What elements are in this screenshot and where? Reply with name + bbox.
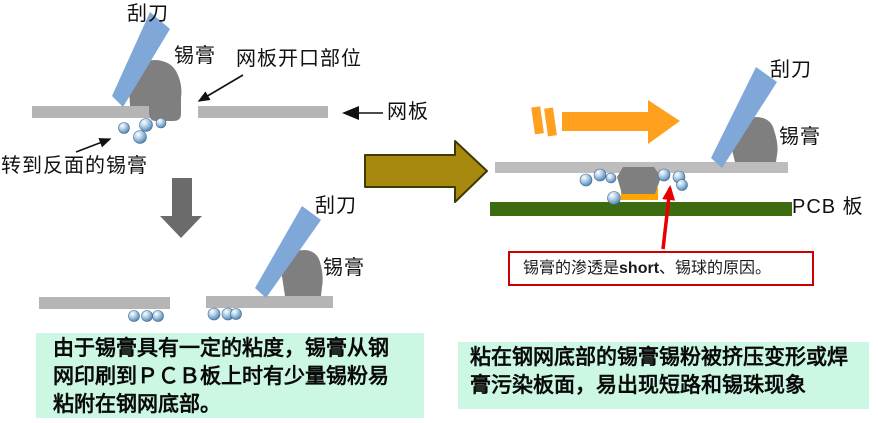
- label-paste-right: 锡膏: [779, 126, 821, 148]
- note-right: 粘在钢网底部的锡膏锡粉被挤压变形或焊膏污染板面，易出现短路和锡珠现象: [458, 342, 869, 409]
- squeegee-blade-right: [711, 67, 777, 168]
- label-pcb-board: PCB 板: [792, 196, 864, 218]
- stencil-bar-top-left: [32, 106, 178, 118]
- callout-text-part2: 、锡球的原因。: [659, 260, 772, 277]
- squeegee-motion-arrow: [531, 100, 680, 144]
- label-squeegee-top-left: 刮刀: [127, 3, 169, 25]
- down-arrow: [160, 178, 202, 238]
- label-stencil-opening: 网板开口部位: [236, 48, 362, 70]
- solder-balls-bottom-left: [128, 307, 242, 322]
- squeegee-blade-top-left: [112, 12, 170, 107]
- note-left: 由于锡膏具有一定的粘度，锡膏从钢网印刷到ＰＣＢ板上时有少量锡粉易粘附在钢网底部。: [36, 333, 424, 418]
- stencil-bar-top-right: [198, 106, 328, 118]
- label-squeegee-bottom-left: 刮刀: [315, 195, 357, 217]
- label-stencil: 网板: [387, 101, 429, 123]
- process-arrow: [364, 140, 488, 203]
- stencil-bar-bottom-right: [206, 296, 333, 308]
- label-transferred-paste: 转到反面的锡膏: [1, 155, 148, 177]
- squeegee-blade-bottom-left: [255, 206, 321, 298]
- solder-balls-under-stencil: [118, 117, 167, 144]
- callout-box: 锡膏的渗透是short、锡球的原因。: [508, 251, 814, 286]
- stencil-opening-pointer-arrow: [197, 74, 244, 102]
- solder-balls-right: [579, 168, 688, 205]
- pcb-board-bar: [490, 202, 792, 216]
- stencil-bar-bottom-left: [39, 297, 170, 309]
- callout-text-part1: 锡膏的渗透是: [523, 260, 620, 277]
- label-squeegee-right: 刮刀: [770, 59, 812, 81]
- callout-text-bold: short: [619, 260, 660, 277]
- transferred-paste-pointer-arrow: [75, 138, 112, 153]
- label-paste-bottom-left: 锡膏: [323, 257, 365, 279]
- callout-red-arrow: [661, 185, 676, 250]
- label-paste-top-left: 锡膏: [174, 45, 216, 67]
- squeezed-paste-deposit: [617, 167, 661, 194]
